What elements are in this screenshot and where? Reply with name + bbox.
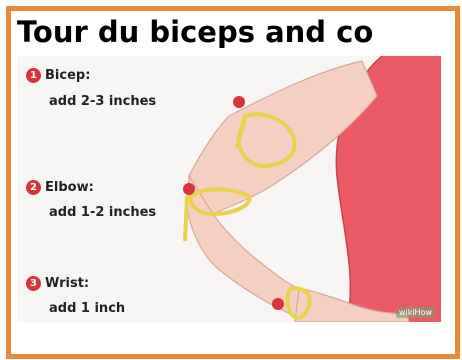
step-3-note: add 1 inch bbox=[49, 301, 125, 317]
step-1-badge: 1 bbox=[26, 68, 41, 83]
step-3-name: Wrist: bbox=[45, 276, 89, 291]
callout-2-dot bbox=[183, 183, 195, 195]
callout-1-dot bbox=[233, 96, 245, 108]
step-2-name: Elbow: bbox=[45, 180, 94, 195]
elbow-tape-end bbox=[185, 196, 187, 241]
step-2-badge: 2 bbox=[26, 180, 41, 195]
step-1-note: add 2-3 inches bbox=[49, 94, 156, 110]
watermark: wikiHow bbox=[396, 307, 435, 318]
page-title: Tour du biceps and co bbox=[17, 13, 437, 51]
step-2-note: add 1-2 inches bbox=[49, 205, 156, 221]
callout-3-dot bbox=[272, 298, 284, 310]
step-3-label: 3 Wrist: bbox=[26, 276, 89, 292]
step-1-name: Bicep: bbox=[45, 68, 90, 83]
step-1-label: 1 Bicep: bbox=[26, 68, 90, 84]
step-3-badge: 3 bbox=[26, 276, 41, 291]
step-2-label: 2 Elbow: bbox=[26, 180, 94, 196]
measurement-illustration: 1 Bicep: add 2-3 inches 2 Elbow: add 1-2 i… bbox=[17, 56, 441, 322]
